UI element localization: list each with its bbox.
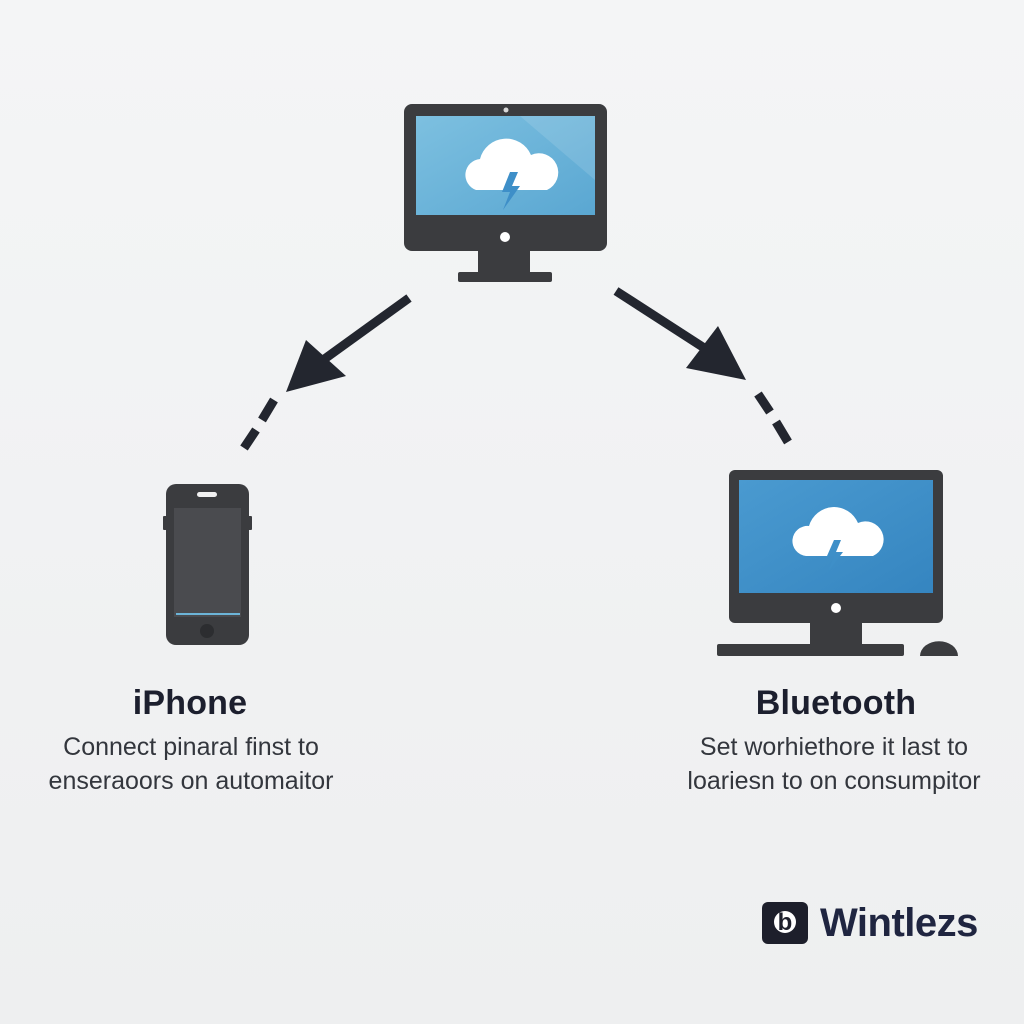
brand-logo: b Wintlezs bbox=[762, 898, 978, 948]
lightning-icon bbox=[827, 540, 843, 572]
brand-badge-letter: b bbox=[777, 909, 793, 936]
arrow-down-right-icon bbox=[613, 287, 792, 445]
smartphone-icon bbox=[163, 484, 252, 645]
top-monitor-icon bbox=[404, 104, 607, 282]
brand-name: Wintlezs bbox=[820, 900, 978, 945]
iphone-description: Connect pinaral finst to enseraoors on a… bbox=[20, 730, 362, 798]
iphone-description-line-2: enseraoors on automaitor bbox=[48, 767, 334, 795]
cloud-icon bbox=[465, 138, 559, 190]
bluetooth-description-line-1: Set worhiethore it last to bbox=[699, 733, 969, 761]
bluetooth-title: Bluetooth bbox=[755, 684, 917, 722]
iphone-description-line-1: Connect pinaral finst to bbox=[63, 733, 319, 761]
cloud-icon bbox=[792, 507, 884, 556]
desktop-computer-icon bbox=[717, 470, 958, 656]
iphone-title: iPhone bbox=[132, 684, 248, 722]
bluetooth-description-line-2: loariesn to on consumpitor bbox=[687, 767, 981, 795]
brand-badge-icon: b bbox=[762, 902, 808, 944]
bluetooth-description: Set worhiethore it last to loariesn to o… bbox=[656, 730, 1012, 798]
arrow-down-left-icon bbox=[240, 294, 412, 451]
lightning-icon bbox=[502, 172, 520, 210]
